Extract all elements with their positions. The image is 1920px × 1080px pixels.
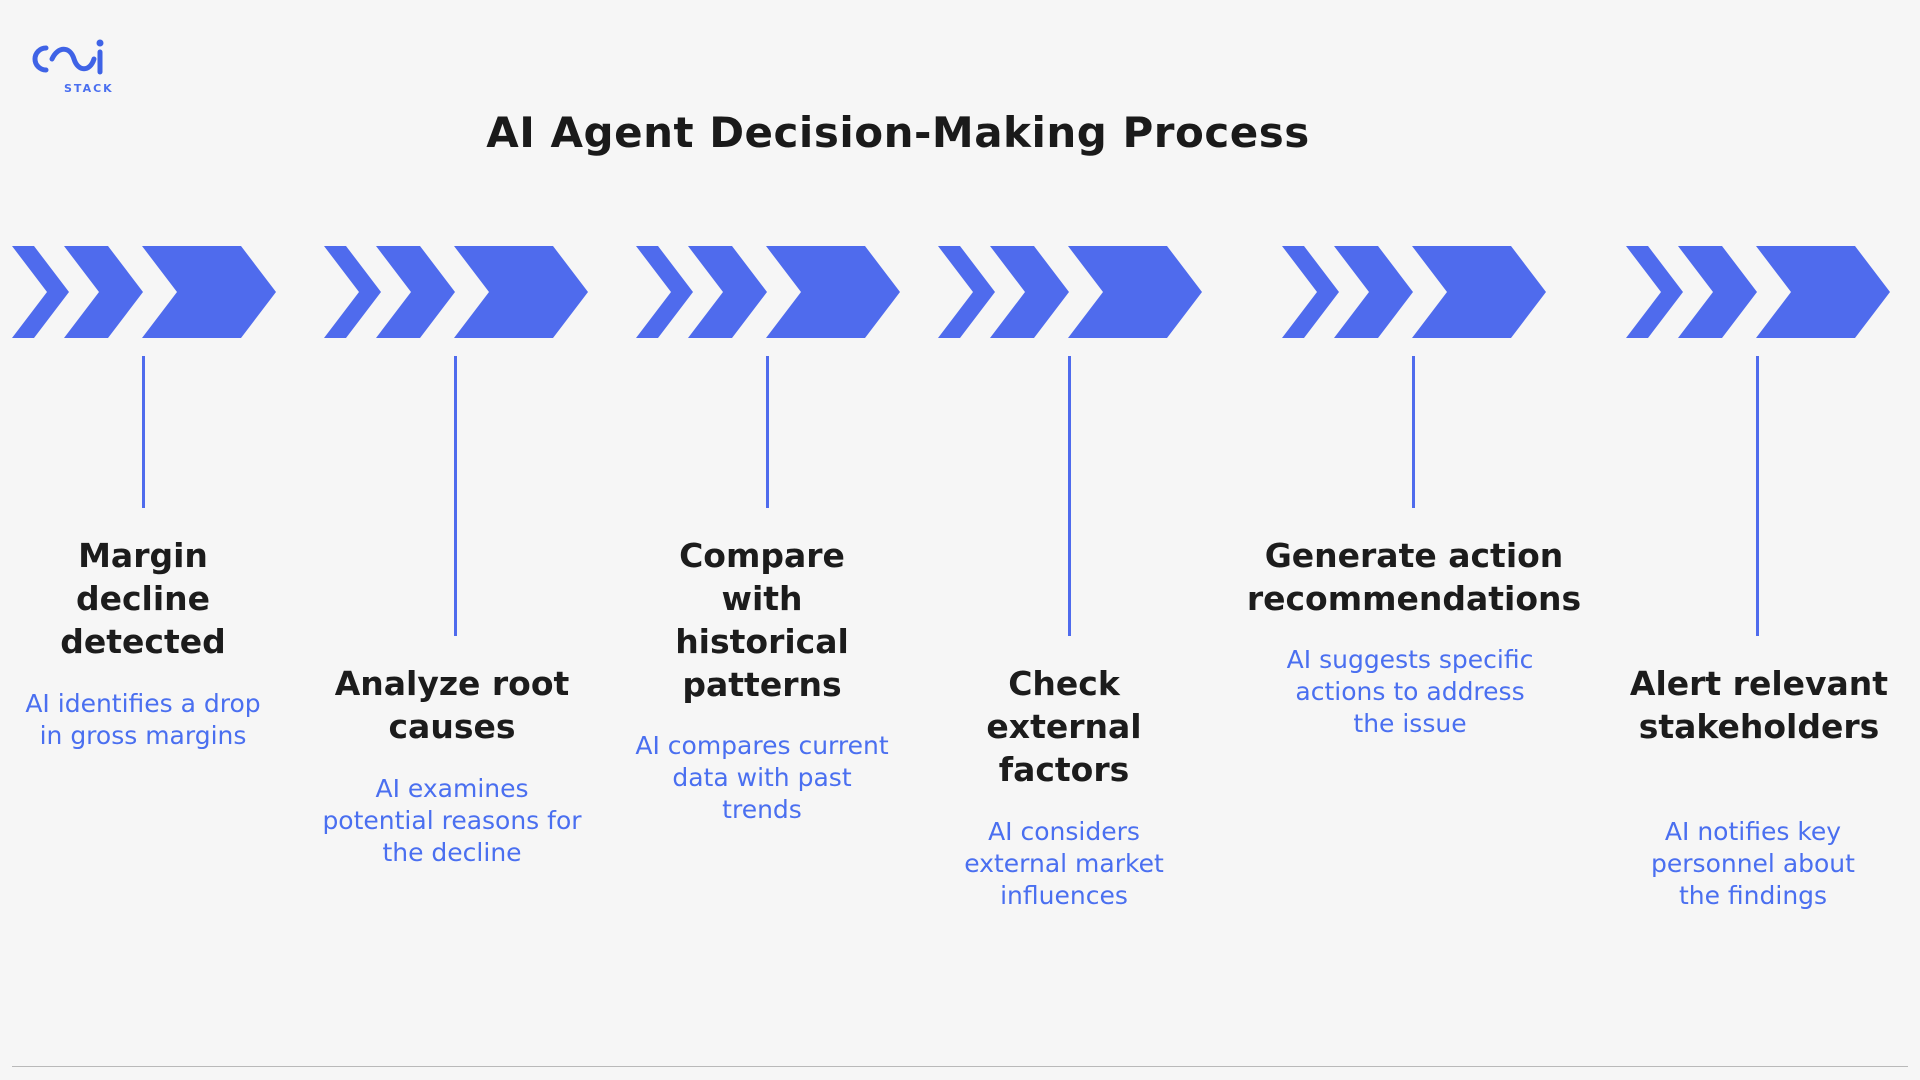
step-title: Analyze root causes: [334, 664, 570, 746]
step-description: AI considers external market influences: [964, 817, 1164, 910]
connector-line: [1756, 356, 1759, 636]
chevron-arrow-icon: [938, 246, 1202, 338]
page-title: AI Agent Decision-Making Process: [486, 108, 1310, 157]
chevron-arrow-icon: [324, 246, 588, 338]
connector-line: [766, 356, 769, 508]
chevron-arrow-icon: [1626, 246, 1890, 338]
step-description: AI compares current data with past trend…: [635, 731, 889, 824]
connector-line: [1068, 356, 1071, 636]
chevron-arrow-icon: [636, 246, 900, 338]
step-description: AI suggests specific actions to address …: [1286, 645, 1534, 738]
connector-line: [454, 356, 457, 636]
chevron-arrow-icon: [1282, 246, 1546, 338]
step-title: Alert relevant stakeholders: [1629, 664, 1889, 746]
step-description: AI notifies key personnel about the find…: [1651, 817, 1855, 910]
step-description: AI identifies a drop in gross margins: [25, 689, 261, 750]
logo-subtitle: STACK: [64, 82, 114, 95]
step-title: Generate action recommendations: [1246, 536, 1582, 618]
connector-line: [142, 356, 145, 508]
chevron-arrow-icon: [12, 246, 276, 338]
step-description: AI examines potential reasons for the de…: [322, 774, 582, 867]
logo: STACK: [24, 36, 114, 100]
bottom-divider: [12, 1066, 1908, 1067]
step-title: Margin decline detected: [60, 536, 226, 661]
connector-line: [1412, 356, 1415, 508]
logo-mark-icon: [32, 39, 104, 75]
step-title: Check external factors: [986, 664, 1142, 789]
step-title: Compare with historical patterns: [675, 536, 849, 704]
